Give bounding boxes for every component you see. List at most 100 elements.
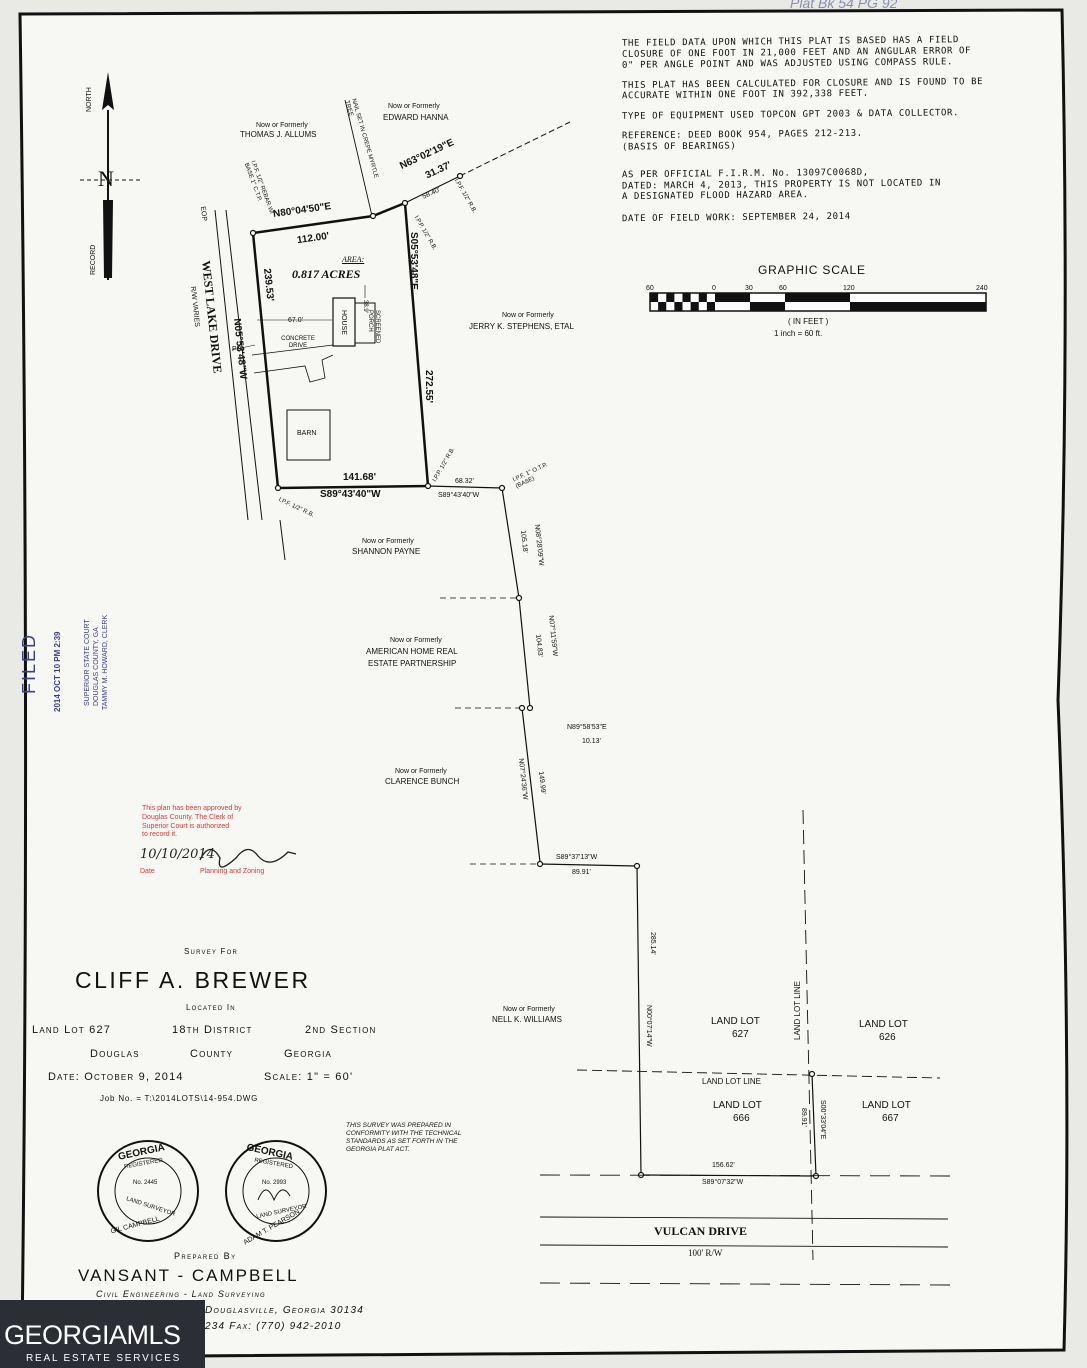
record-label: RECORD — [90, 244, 97, 275]
owner-now-formerly: Now or Formerly — [395, 768, 447, 775]
owner-now-formerly: Now or Formerly — [388, 103, 440, 110]
job-number: Job No. = T:\2014LOTS\14-954.DWG — [100, 1094, 259, 1103]
firm-name: VANSANT - CAMPBELL — [78, 1266, 299, 1285]
sheet-border — [18, 8, 1069, 1358]
traverse-bearing: N00°07'14"W — [645, 1005, 652, 1047]
traverse-distance: 10.13' — [582, 738, 601, 745]
land-lot-626-number: 626 — [879, 1032, 896, 1043]
survey-pins — [249, 172, 820, 1180]
traverse-bearing: N89°58'53"E — [567, 724, 607, 731]
west-distance: 239.53' — [261, 267, 276, 302]
north-n-label: N — [98, 166, 114, 191]
land-lot-field: Land Lot 627 — [32, 1024, 112, 1036]
county-name: Douglas — [90, 1048, 140, 1060]
plat-book-note: Plat Bk 54 PG 92 — [790, 0, 898, 11]
land-lot-627-number: 627 — [732, 1029, 749, 1040]
scale-checker-cell — [666, 293, 675, 302]
graphic-scale-bar — [649, 292, 987, 312]
approval-stamp: This plan has been approved by Douglas C… — [142, 805, 242, 840]
owner-williams: NELL K. WILLIAMS — [492, 1015, 562, 1024]
land-lot-627-label: LAND LOT — [711, 1016, 760, 1027]
conformity-note: THIS SURVEY WAS PREPARED IN CONFORMITY W… — [346, 1122, 461, 1155]
west-lake-drive-lines — [214, 209, 286, 561]
approval-line: Douglas County. The Clerk of — [142, 813, 234, 821]
area-label: AREA: — [342, 255, 365, 264]
south-distance: 141.68' — [343, 472, 376, 483]
scale-tick: 0 — [712, 285, 716, 292]
firm-address: Douglasville, Georgia 30134 — [205, 1305, 365, 1316]
scale-checker-cell — [650, 293, 659, 302]
scale-checker-cell — [674, 302, 683, 311]
land-lot-626-label: LAND LOT — [859, 1019, 908, 1030]
traverse-bearing: S89°37'13"W — [556, 854, 598, 861]
owner-payne: SHANNON PAYNE — [352, 547, 421, 556]
owner-hanna: EDWARD HANNA — [383, 113, 449, 122]
filed-stamp-word: FILED — [19, 632, 39, 694]
state-name: Georgia — [284, 1048, 333, 1060]
owner-now-formerly: Now or Formerly — [502, 312, 554, 319]
scale-checker-cell — [682, 293, 691, 302]
firm-phone: 234 Fax: (770) 942-2010 — [205, 1321, 342, 1332]
traverse-bearing: S89°07'32"W — [702, 1179, 744, 1186]
filed-stamp-county: DOUGLAS COUNTY, GA — [93, 627, 100, 706]
conformity-line: STANDARDS AS SET FORTH IN THE — [346, 1138, 458, 1146]
survey-scale: Scale: 1" = 60' — [264, 1071, 354, 1083]
traverse-bearing: S00°33'04"E — [819, 1100, 826, 1140]
conformity-line: THIS SURVEY WAS PREPARED IN — [346, 1122, 451, 1129]
drive-label: CONCRETE DRIVE — [281, 336, 315, 350]
approval-date-label: Date — [140, 868, 155, 875]
traverse-bearing: S89°43'40"W — [438, 492, 480, 499]
owner-stephens: JERRY K. STEPHENS, ETAL — [469, 322, 574, 331]
land-lot-666-label: LAND LOT — [713, 1100, 762, 1111]
owner-now-formerly: Now or Formerly — [390, 637, 442, 644]
owner-allums: THOMAS J. ALLUMS — [240, 130, 317, 139]
barn-label: BARN — [297, 430, 317, 437]
vulcan-drive-lines — [539, 1174, 951, 1286]
prepared-by-label: Prepared By — [174, 1251, 237, 1261]
drive-dimension: 67.0' — [288, 317, 303, 324]
south-bearing: S89°43'40"W — [320, 489, 381, 500]
land-lot-line-vertical: LAND LOT LINE — [793, 981, 802, 1040]
house-label: HOUSE — [340, 310, 347, 335]
traverse-distance: 68.32' — [455, 478, 474, 485]
land-lot-666-number: 666 — [733, 1113, 750, 1124]
approval-date: 10/10/2014 — [140, 847, 215, 862]
scale-tick: 60 — [646, 285, 654, 292]
traverse-distance: 89.91' — [572, 869, 591, 876]
mls-brand-name: GEORGIAMLS — [4, 1320, 181, 1350]
conformity-line: CONFORMITY WITH THE TECHNICAL — [346, 1130, 462, 1138]
owner-now-formerly: Now or Formerly — [362, 538, 414, 545]
owner-now-formerly: Now or Formerly — [256, 122, 308, 129]
mls-brand-sub: REAL ESTATE SERVICES — [26, 1353, 182, 1364]
scale-tick: 60 — [779, 285, 787, 292]
vulcan-drive-label: VULCAN DRIVE — [654, 1224, 748, 1238]
county-word: County — [190, 1048, 234, 1060]
porch-label: SCREENED PORCH — [367, 310, 380, 344]
power-pole-label: PP — [232, 346, 242, 353]
traverse-distance: 89.91' — [800, 1108, 807, 1127]
note-line: (BASIS OF BEARINGS) — [621, 141, 737, 153]
north-label: NORTH — [86, 87, 93, 112]
filed-stamp-clerk: TAMMY M. HOWARD, CLERK — [102, 614, 109, 710]
eop-label: EOP — [199, 206, 208, 222]
seal-2-number: No. 2993 — [262, 1180, 287, 1186]
east-bearing: S05°53'48"E — [408, 232, 419, 290]
district-field: 18th District — [172, 1024, 253, 1036]
owner-now-formerly: Now or Formerly — [503, 1006, 555, 1013]
approval-line: This plan has been approved by — [142, 805, 242, 812]
porch-dimension: 38.9' — [362, 300, 368, 313]
located-in-label: Located In — [186, 1003, 236, 1012]
survey-for-label: Survey For — [184, 947, 239, 956]
approval-line: to record it. — [142, 831, 178, 839]
scale-tick: 30 — [745, 285, 753, 292]
section-field: 2nd Section — [305, 1024, 377, 1036]
parcel-boundary — [251, 121, 571, 490]
approval-dept: Planning and Zoning — [200, 868, 265, 875]
traverse-distance: 285.14' — [649, 932, 656, 955]
east-distance: 272.55' — [423, 370, 434, 403]
signature — [199, 848, 297, 868]
owner-american-2: ESTATE PARTNERSHIP — [368, 659, 457, 668]
scale-tick: 240 — [976, 285, 988, 292]
